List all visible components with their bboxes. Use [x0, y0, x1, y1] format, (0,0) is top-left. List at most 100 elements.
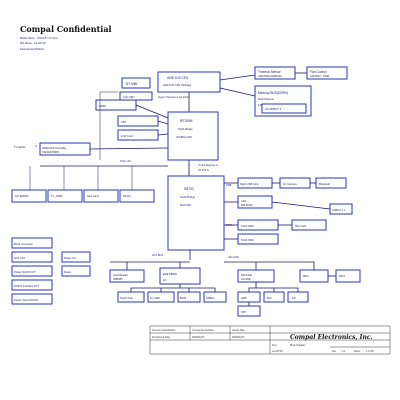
- svg-text:BIOS: BIOS: [180, 296, 186, 300]
- keyboard-block: Int. KBD: [147, 291, 175, 303]
- svg-text:LA-4071P: LA-4071P: [272, 350, 283, 353]
- svg-text:RS780M: RS780M: [180, 119, 193, 123]
- svg-text:Power OK: Power OK: [64, 256, 76, 260]
- hda-bus-label: HD Audio: [228, 255, 240, 259]
- south-bridge-block: SB700 South Bridge BGA-528: [167, 175, 225, 251]
- svg-text:STI EDDR3: STI EDDR3: [15, 194, 29, 198]
- nb-hdmi-wire: [135, 104, 169, 119]
- svg-text:0.1: 0.1: [342, 350, 346, 353]
- svg-text:Security Classification: Security Classification: [152, 329, 176, 332]
- svg-text:ALC268: ALC268: [241, 277, 251, 281]
- svg-text:APL5607 / PWM: APL5607 / PWM: [310, 74, 329, 78]
- bluetooth-block: Bluetooth: [315, 177, 347, 189]
- svg-text:LAN: LAN: [241, 199, 246, 203]
- svg-text:Card Reader: Card Reader: [113, 273, 128, 277]
- svg-text:SATA HDD: SATA HDD: [241, 224, 254, 228]
- svg-text:2009/01/20: 2009/01/20: [192, 336, 205, 339]
- svg-text:WLAN: WLAN: [123, 194, 131, 198]
- svg-text:Int. Camera: Int. Camera: [283, 182, 297, 186]
- dimm-block: SO-DIMM X 2: [261, 103, 307, 114]
- pcie-card-4: WLAN: [119, 189, 155, 203]
- reset-block: Reset: [61, 265, 91, 277]
- hdmi-controller-block: HDMI DFP Controller SII1392/TMDS: [39, 142, 91, 156]
- nb-lcd-wire: [157, 133, 169, 136]
- camera-block: Int. Camera: [279, 177, 311, 189]
- svg-text:EC: EC: [163, 278, 167, 282]
- ht-bus-label: Hyper Transport Link 16x16: [158, 95, 190, 99]
- svg-text:JMB385: JMB385: [113, 277, 123, 281]
- header-model: Model Name : VGN-FZ / FT (KA): [20, 36, 58, 40]
- svg-text:Fan Control: Fan Control: [310, 70, 327, 74]
- amp-block: AMP: [237, 291, 261, 303]
- north-bridge-block: RS780M North Bridge uFCBGA-528: [167, 111, 219, 161]
- svg-text:South Bridge: South Bridge: [180, 195, 196, 199]
- usb-box-block: USB2.0 X 1: [329, 203, 353, 215]
- header-platform: Santa Rosa Platform: [20, 47, 44, 51]
- svg-text:AMP: AMP: [241, 296, 247, 300]
- svg-text:AMD K10 CPU: AMD K10 CPU: [167, 76, 189, 80]
- svg-text:Memory BUS(DDRII): Memory BUS(DDRII): [258, 91, 288, 95]
- nb-hdmi-ctrl-wire: [89, 147, 169, 150]
- title-block: Security Classification Compal Secret Da…: [149, 325, 391, 355]
- usb-bus-label: USB: [226, 183, 232, 187]
- alink2-label: 4X PCI-E: [198, 168, 209, 172]
- svg-text:Power Circuit DC/DC: Power Circuit DC/DC: [14, 298, 38, 302]
- svg-text:HDMI: HDMI: [99, 104, 106, 108]
- power-onoff-block: Power On/Off CKT: [11, 265, 53, 277]
- crt-block: CRT: [117, 115, 159, 127]
- svg-text:AMC7821/ADM1032: AMC7821/ADM1032: [258, 74, 282, 78]
- svg-text:CLK GEN: CLK GEN: [123, 95, 135, 99]
- svg-text:Reset: Reset: [64, 270, 71, 274]
- pcie-card-3: New Card: [83, 189, 119, 203]
- usb-conn-block: Right USB Conn: [237, 177, 273, 189]
- lpc-bus-label: LPC BUS: [152, 253, 163, 257]
- svg-text:1 of 58: 1 of 58: [366, 350, 374, 353]
- svg-text:AMD K10 CPU Package: AMD K10 CPU Package: [163, 83, 192, 87]
- svg-text:BGA-528: BGA-528: [180, 203, 191, 207]
- svg-text:MDC: MDC: [303, 274, 309, 278]
- svg-text:Block Connector: Block Connector: [14, 242, 33, 246]
- svg-text:Size: Size: [272, 344, 277, 347]
- svg-text:SB700: SB700: [184, 187, 194, 191]
- svg-text:HP: HP: [292, 296, 296, 300]
- svg-text:Deciphered Date: Deciphered Date: [152, 336, 171, 339]
- svg-text:uFCBGA-528: uFCBGA-528: [176, 135, 192, 139]
- block-connector: Block Connector: [11, 237, 53, 249]
- svg-text:RJ11: RJ11: [339, 274, 345, 278]
- svg-text:TV Switch: TV Switch: [14, 145, 26, 149]
- touchpad-block: Touch Pad: [117, 291, 145, 303]
- svg-text:Thermal Sensor: Thermal Sensor: [258, 70, 282, 74]
- pcie-card-2: TV_DVB6: [47, 189, 83, 203]
- svg-text:Right USB Conn: Right USB Conn: [240, 182, 260, 186]
- lan-block: LAN RTL8111C: [237, 195, 273, 209]
- svg-text:SII1392/TMDS: SII1392/TMDS: [42, 150, 59, 154]
- rtc-block: RTC CKT: [11, 251, 53, 263]
- thermal-block: Thermal Sensor AMC7821/ADM1032: [254, 66, 296, 80]
- power-circuit-block: Power Circuit DC/DC: [11, 293, 53, 305]
- hdmi-block: HDMI: [95, 99, 137, 111]
- tv-switch-block: TV Switch: [14, 145, 37, 149]
- ec-block: ENE KB926 EC: [159, 267, 201, 285]
- smbus-block: SMBus: [203, 291, 227, 303]
- svg-text:DC/DC Interface CKT: DC/DC Interface CKT: [14, 284, 39, 288]
- svg-text:New Card: New Card: [87, 194, 99, 198]
- audio-block: HD Audio ALC268: [237, 269, 275, 283]
- svg-text:Power On/Off CKT: Power On/Off CKT: [14, 270, 36, 274]
- cpu-thermal-wire: [219, 74, 256, 81]
- rj11-block: RJ11: [335, 269, 361, 283]
- power-ok-block: Power OK: [61, 251, 91, 263]
- clock-block: CLK GEN: [119, 91, 153, 101]
- svg-text:USB2.0 X 1: USB2.0 X 1: [332, 208, 346, 212]
- vga-side-wire: [99, 91, 118, 160]
- svg-text:Int. KBD: Int. KBD: [150, 296, 160, 300]
- card-reader-block: Card Reader JMB385: [109, 269, 145, 283]
- sata-odd-block: SATA ODD: [237, 233, 279, 245]
- svg-text:NT-M86: NT-M86: [126, 82, 138, 86]
- cpu-memory-wire: [219, 87, 256, 97]
- svg-text:SO-DIMM X 2: SO-DIMM X 2: [265, 107, 282, 111]
- svg-text:Dual Channel: Dual Channel: [258, 97, 274, 101]
- mic-block: MIC: [263, 291, 285, 303]
- nb-crt-wire: [157, 120, 169, 125]
- svg-text:North Bridge: North Bridge: [178, 127, 193, 131]
